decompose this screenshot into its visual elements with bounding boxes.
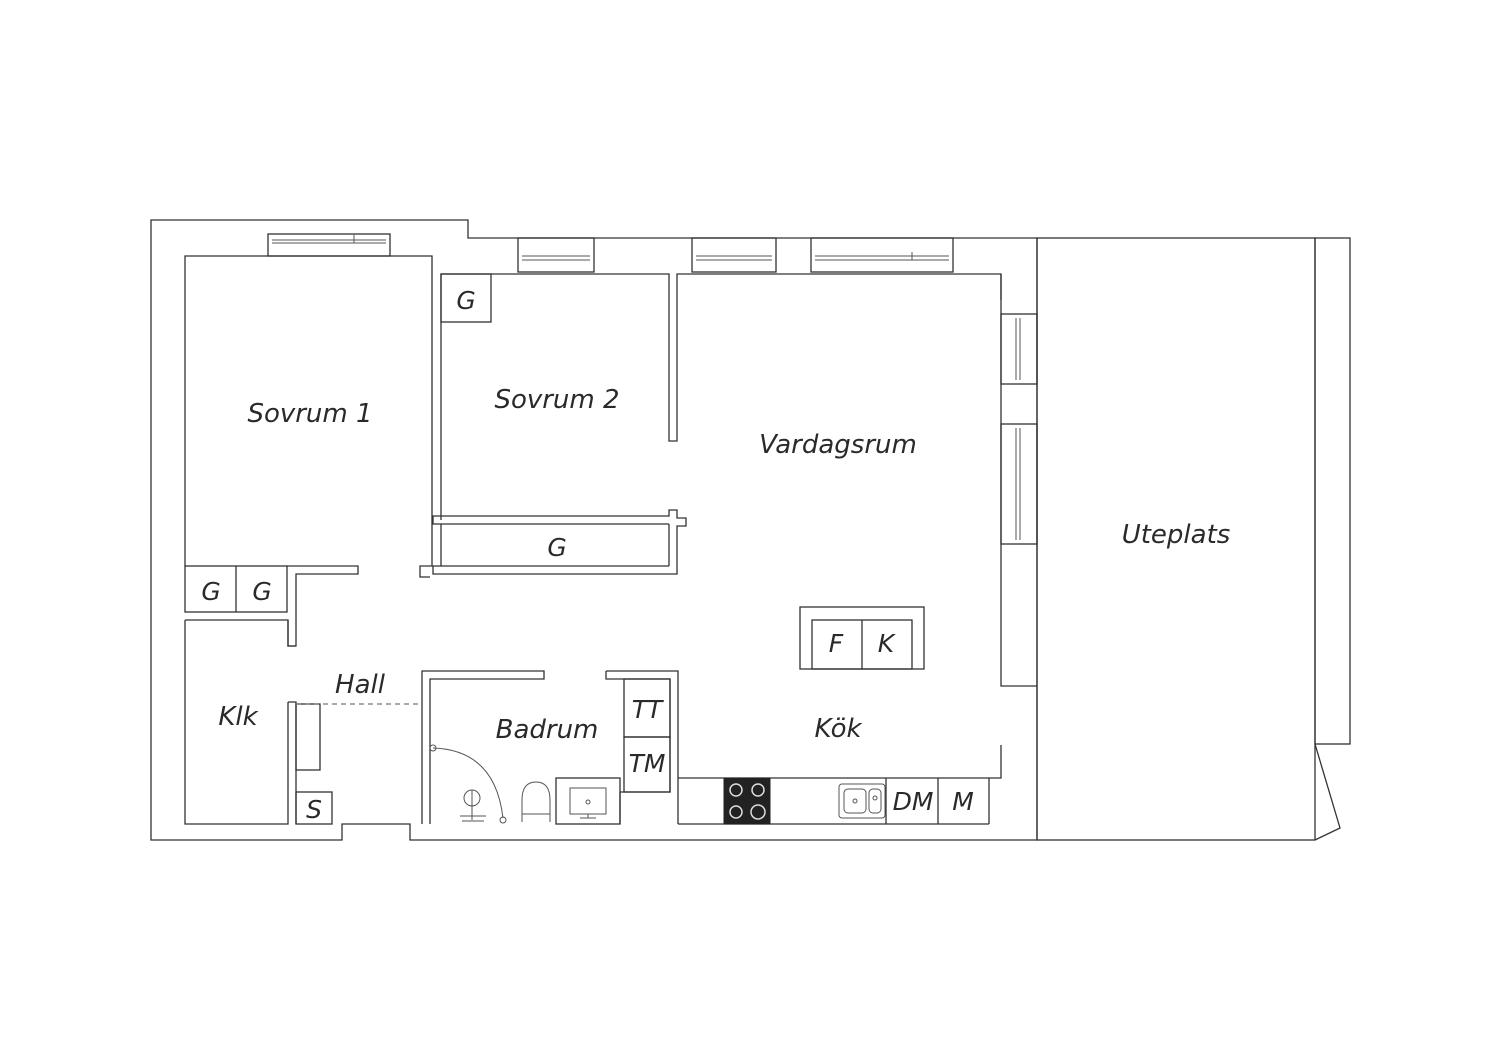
toilet-icon — [521, 781, 551, 822]
stove-icon — [723, 777, 771, 825]
outer-wall — [150, 219, 1038, 841]
windows — [267, 233, 1038, 545]
label-k: K — [878, 629, 897, 658]
label-g-right: G — [252, 577, 271, 606]
label-hall: Hall — [335, 670, 386, 700]
label-vardagsrum: Vardagsrum — [759, 430, 917, 460]
shower — [429, 744, 507, 824]
fridge-freezer — [799, 606, 925, 670]
label-klk: Klk — [218, 702, 258, 732]
sovrum2-wall — [440, 273, 1002, 520]
label-sovrum2: Sovrum 2 — [494, 385, 619, 415]
label-badrum: Badrum — [496, 715, 599, 745]
klk-wall — [185, 619, 296, 647]
label-g-corridor: G — [547, 533, 566, 562]
hall-storage — [288, 701, 422, 825]
label-f: F — [829, 629, 844, 658]
label-dm: DM — [893, 787, 934, 816]
washbasin-icon — [555, 777, 621, 825]
label-tm: TM — [629, 749, 666, 778]
label-s: S — [306, 795, 322, 824]
label-g-sovrum2: G — [456, 286, 475, 315]
living-room-wall — [1000, 274, 1037, 687]
corridor-closet — [432, 509, 687, 575]
label-m: M — [952, 787, 974, 816]
label-sovrum1: Sovrum 1 — [247, 399, 372, 429]
label-kok: Kök — [814, 714, 862, 744]
label-uteplats: Uteplats — [1122, 520, 1231, 550]
label-g-left: G — [201, 577, 220, 606]
sovrum1-wall — [184, 255, 433, 578]
label-tt: TT — [632, 695, 664, 724]
kitchen-sink-icon — [838, 783, 886, 819]
